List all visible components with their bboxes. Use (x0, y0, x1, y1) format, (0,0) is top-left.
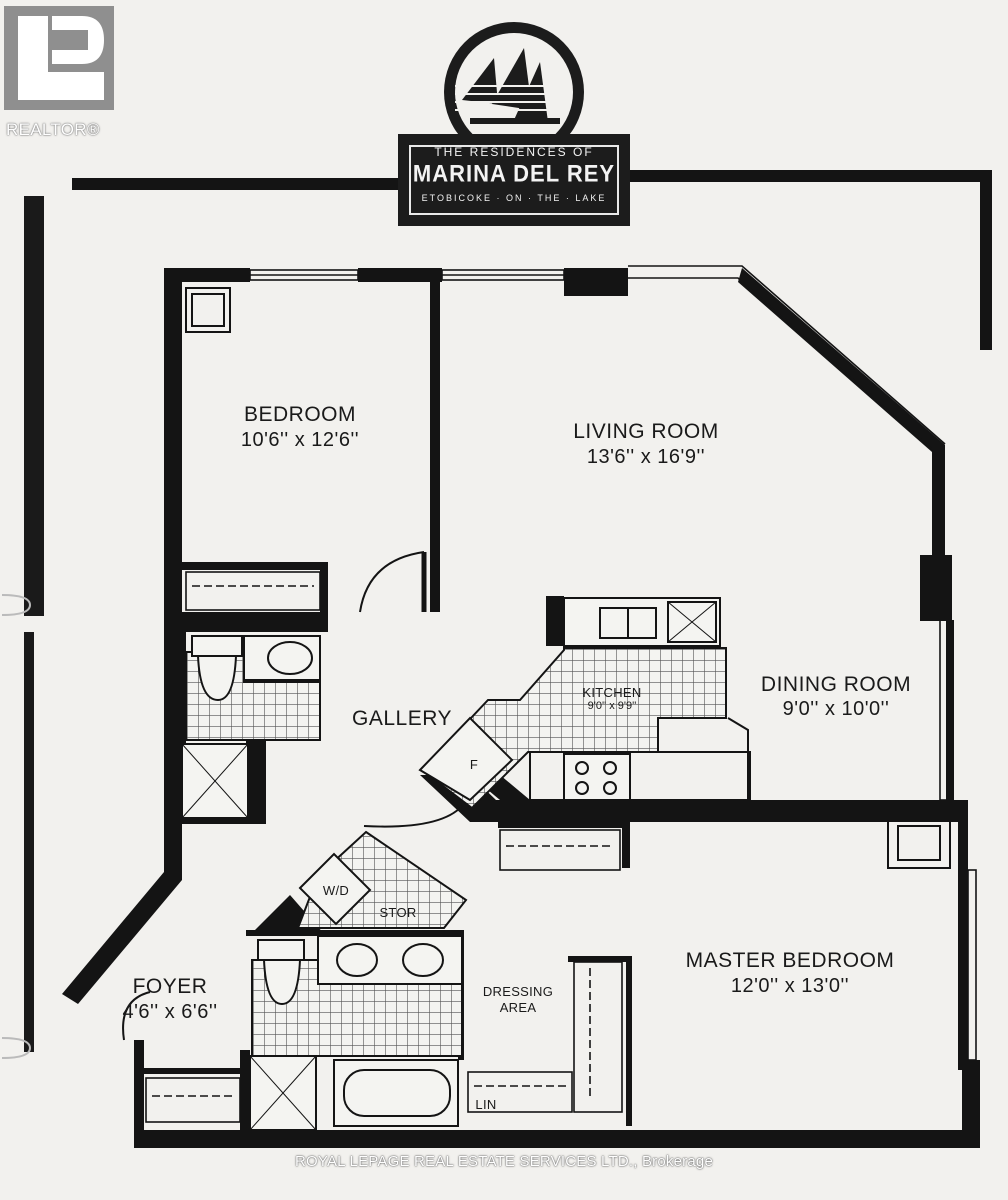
storage-label: STOR (379, 905, 417, 920)
realtor-logo-icon (4, 6, 114, 110)
ducts (185, 287, 951, 869)
brokerage-watermark: ROYAL LEPAGE REAL ESTATE SERVICES LTD., … (294, 1153, 713, 1170)
bedroom-dims: 10'6'' x 12'6'' (240, 429, 360, 451)
dressing-area-label-2: AREA (499, 1000, 537, 1015)
logo-line3: ETOBICOKE · ON · THE · LAKE (421, 193, 607, 203)
linen-closet-label: LIN (475, 1097, 497, 1112)
closets (145, 571, 623, 1123)
logo-emblem (444, 22, 584, 162)
bath-fixtures (181, 635, 463, 1131)
building-logo: THE RESIDENCES OF MARINA DEL REY ETOBICO… (398, 134, 630, 226)
binder-margin (1, 196, 44, 1059)
logo-frame (409, 145, 619, 215)
windows (249, 265, 977, 1061)
master-bedroom-label: MASTER BEDROOM (685, 949, 895, 972)
master-bedroom-dims: 12'0'' x 13'0'' (730, 975, 850, 997)
building-outline (72, 170, 992, 350)
logo-line1: THE RESIDENCES OF (434, 145, 594, 159)
kitchen-dims: 9'0'' x 9'9'' (587, 700, 637, 712)
kitchen-fixtures (418, 597, 751, 803)
dining-room-label: DINING ROOM (760, 673, 912, 696)
washer-dryer-label: W/D (322, 883, 350, 898)
fridge-label: F (469, 757, 479, 772)
gallery-label: GALLERY (352, 707, 452, 730)
bedroom-label: BEDROOM (243, 403, 357, 426)
living-room-label: LIVING ROOM (573, 420, 719, 443)
dressing-area-label-1: DRESSING (482, 984, 554, 999)
realtor-watermark: REALTOR® (4, 6, 118, 139)
kitchen-label: KITCHEN (582, 685, 642, 700)
dining-room-dims: 9'0'' x 10'0'' (782, 698, 890, 720)
laundry-closet (298, 852, 372, 926)
logo-line2: MARINA DEL REY (412, 159, 616, 188)
living-room-dims: 13'6'' x 16'9'' (586, 446, 706, 468)
foyer-dims: 4'6'' x 6'6'' (122, 1001, 218, 1023)
realtor-text: REALTOR® (6, 120, 100, 139)
foyer-label: FOYER (132, 975, 208, 998)
tile-floors (185, 647, 727, 1057)
